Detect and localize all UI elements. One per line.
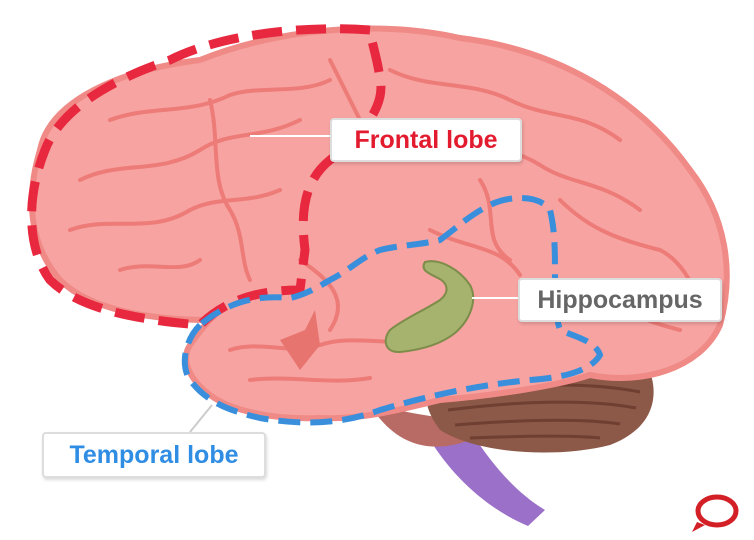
hippocampus-label-text: Hippocampus: [537, 285, 703, 314]
brainstem: [430, 430, 545, 526]
temporal-leader-line: [189, 404, 213, 433]
temporal-lobe-label: Temporal lobe: [42, 432, 266, 478]
pons: [370, 405, 475, 447]
speech-bubble-icon: [692, 494, 739, 532]
temporal-lobe-outline: [181, 195, 604, 426]
frontal-lobe-label-text: Frontal lobe: [354, 125, 498, 154]
hippocampus: [384, 260, 475, 354]
hippocampus-label: Hippocampus: [518, 278, 722, 322]
sulcus-mark: [280, 310, 320, 370]
gyri: [68, 58, 702, 383]
temporal-lobe-label-text: Temporal lobe: [69, 440, 239, 469]
frontal-lobe-label: Frontal lobe: [330, 118, 522, 162]
